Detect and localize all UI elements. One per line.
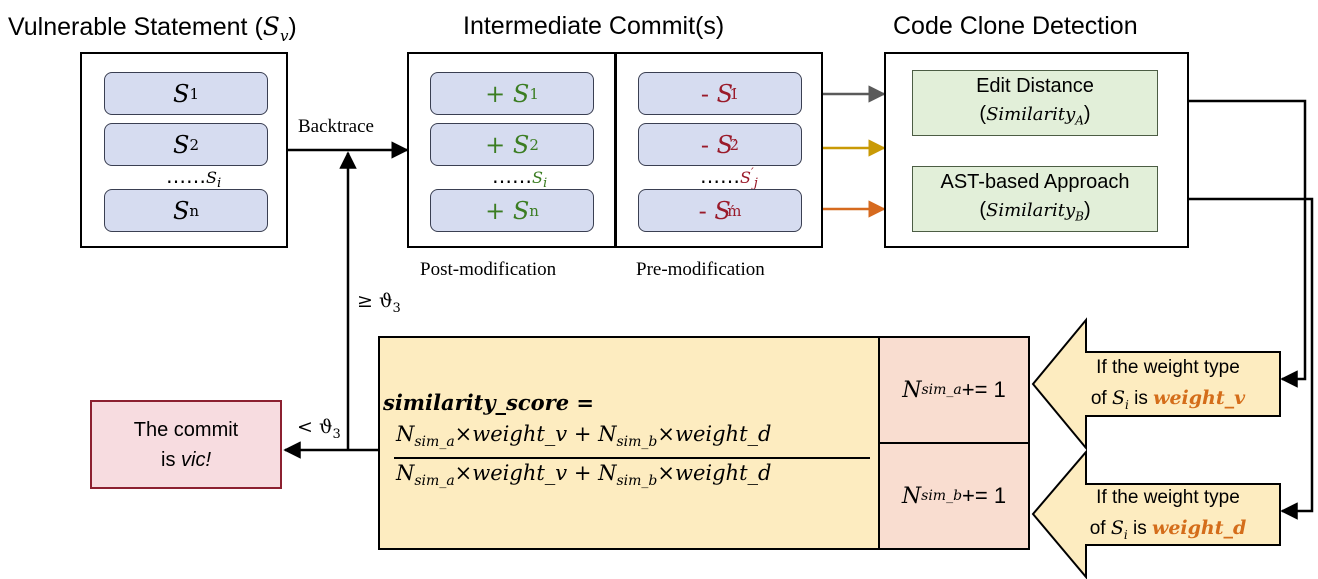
intermediate-divider xyxy=(614,52,617,248)
post-modification-label: Post-modification xyxy=(420,259,557,280)
post-dots: ……Si xyxy=(492,164,548,192)
formula-denominator: Nsim_a×weight_v + Nsim_b×weight_d xyxy=(396,461,772,490)
condition-a-arrow-shape xyxy=(1031,317,1281,451)
condition-a-text: If the weight type of Si is weight_v xyxy=(1090,357,1246,412)
pre-dots: ……S′j xyxy=(700,164,758,192)
ast-approach-box: AST-based Approach (SimilarityB) xyxy=(912,166,1158,232)
formula-box xyxy=(378,336,880,550)
header-clone: Code Clone Detection xyxy=(893,12,1138,40)
backtrace-label: Backtrace xyxy=(298,116,374,137)
header-intermediate: Intermediate Commit(s) xyxy=(463,12,725,40)
edit-distance-box: Edit Distance (SimilarityA) xyxy=(912,70,1158,136)
fraction-bar xyxy=(394,457,870,459)
route-b xyxy=(1158,197,1314,520)
header-vulnerable: Vulnerable Statement (Sv) xyxy=(8,12,297,45)
pre-statement-m: - S′m xyxy=(638,189,802,232)
result-box: The commit is vic! xyxy=(90,400,282,489)
pre-modification-label: Pre-modification xyxy=(636,259,765,280)
route-a xyxy=(1158,99,1307,388)
condition-b-text: If the weight type of Si is weight_d xyxy=(1089,487,1247,542)
lt-threshold-label: < ϑ3 xyxy=(297,416,341,442)
condition-b-arrow-shape xyxy=(1031,449,1281,579)
pre-statement-2: - S′2 xyxy=(638,123,802,166)
pre-statement-1: - S′1 xyxy=(638,72,802,115)
ge-threshold-label: ≥ ϑ3 xyxy=(357,290,401,316)
formula-lhs: similarity_score = xyxy=(383,390,594,415)
vulnerable-dots: ……Si xyxy=(166,164,222,192)
formula-numerator: Nsim_a×weight_v + Nsim_b×weight_d xyxy=(396,422,772,451)
